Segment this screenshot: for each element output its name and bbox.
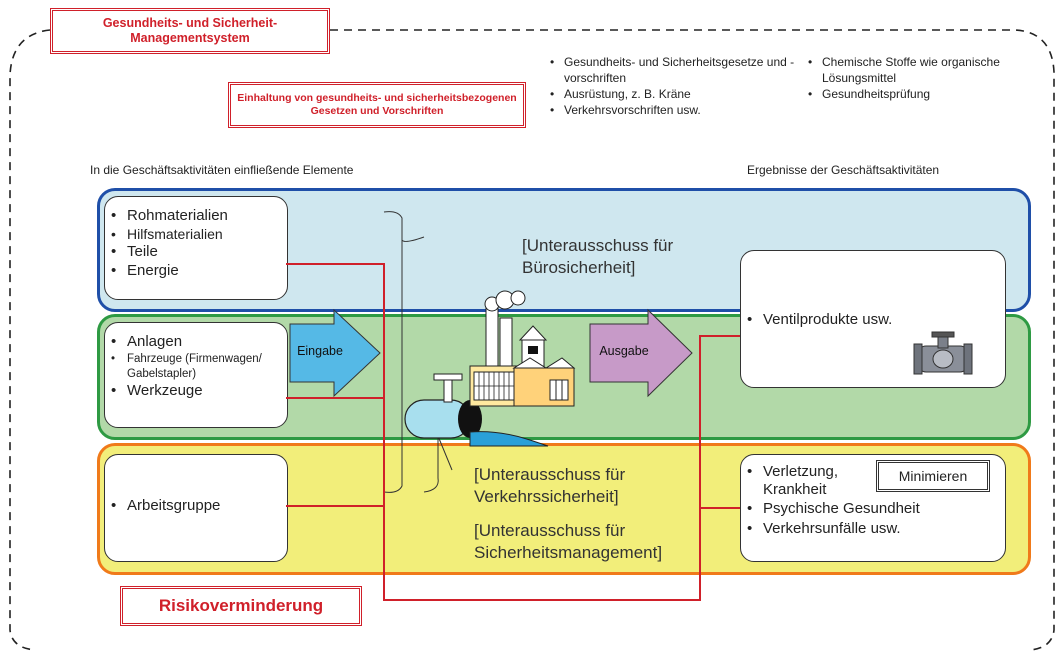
list-item: Teile [105, 243, 287, 262]
bracket-top [383, 211, 425, 242]
compliance-title-text: Einhaltung von gesundheits- und sicherhe… [237, 92, 517, 117]
compliance-list-left: Gesundheits- und Sicherheitsgesetze und … [548, 54, 804, 118]
risk-reduction-text: Risikoverminderung [158, 596, 324, 615]
compliance-title: Einhaltung von gesundheits- und sicherhe… [228, 82, 526, 128]
list-item: Verkehrsunfälle usw. [741, 519, 1005, 539]
bracket-bottom-2 [423, 435, 453, 493]
compliance-item: Chemische Stoffe wie organische Lösungsm… [806, 54, 1050, 86]
input-arrow [289, 308, 381, 398]
compliance-item: Ausrüstung, z. B. Kräne [548, 86, 804, 102]
list-item: Fahrzeuge (Firmenwagen/ Gabelstapler) [105, 352, 287, 382]
equipment-card: Anlagen Fahrzeuge (Firmenwagen/ Gabelsta… [104, 322, 288, 428]
list-item: Hilfsmaterialien [105, 226, 287, 244]
list-item: Werkzeuge [105, 382, 287, 401]
list-item: Rohmaterialien [105, 207, 287, 226]
workgroup-card: Arbeitsgruppe [104, 454, 288, 562]
system-title-text: Gesundheits- und Sicherheit-Managementsy… [102, 16, 278, 45]
risk-reduction-label: Risikoverminderung [120, 586, 362, 626]
list-item: Verletzung, Krankheit [741, 463, 873, 499]
inputs-heading: In die Geschäftsaktivitäten einfließende… [90, 163, 354, 177]
list-item: Anlagen [105, 333, 287, 352]
list-item: Psychische Gesundheit [741, 499, 1005, 519]
list-item: Ventilprodukte usw. [741, 311, 1005, 330]
factory-icon [404, 290, 576, 447]
outputs-heading: Ergebnisse der Geschäftsaktivitäten [747, 163, 940, 177]
risk-connector-lines [286, 263, 740, 601]
system-title: Gesundheits- und Sicherheit-Managementsy… [50, 8, 330, 54]
compliance-item: Gesundheitsprüfung [806, 86, 1050, 102]
materials-card: Rohmaterialien Hilfsmaterialien Teile En… [104, 196, 288, 300]
output-arrow [589, 308, 693, 398]
list-item: Arbeitsgruppe [105, 497, 287, 516]
minimize-text: Minimieren [898, 468, 968, 484]
subcommittee-safety: [Unterausschuss für Sicherheitsmanagemen… [474, 521, 663, 562]
subcommittee-traffic: [Unterausschuss für Verkehrssicherheit] [474, 465, 626, 506]
minimize-label: Minimieren [876, 460, 990, 492]
valve-product-icon [913, 331, 973, 375]
compliance-list-right: Chemische Stoffe wie organische Lösungsm… [806, 54, 1050, 102]
output-arrow-label: Ausgabe [599, 344, 649, 358]
compliance-item: Verkehrsvorschriften usw. [548, 102, 804, 118]
input-arrow-label: Eingabe [297, 344, 343, 358]
subcommittee-office: [Unterausschuss für Bürosicherheit] [522, 236, 674, 277]
list-item: Energie [105, 262, 287, 281]
compliance-item: Gesundheits- und Sicherheitsgesetze und … [548, 54, 804, 86]
bracket-bottom [383, 240, 403, 493]
